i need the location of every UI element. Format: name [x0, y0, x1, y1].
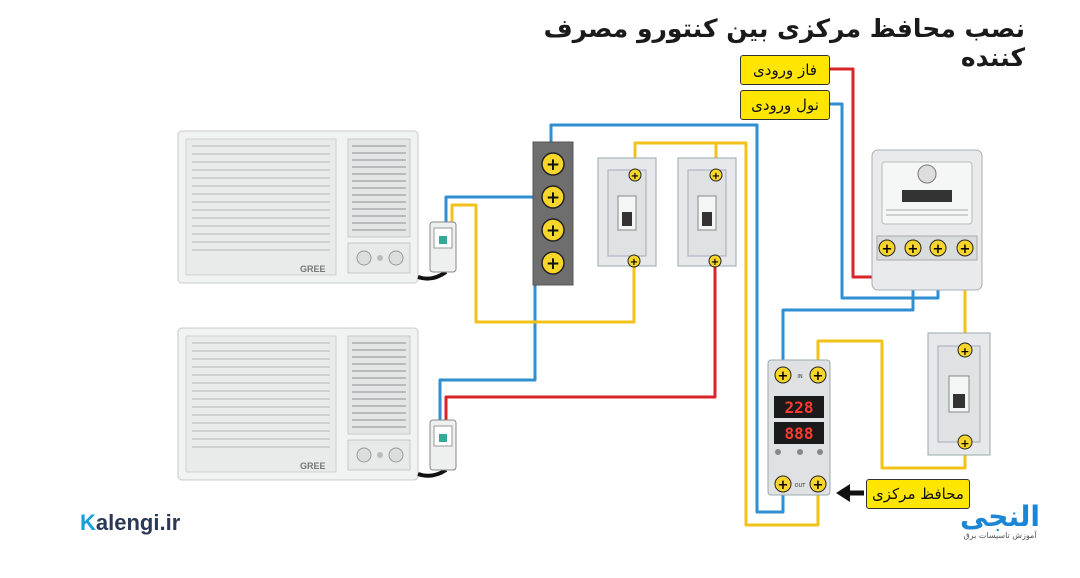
svg-text:+: +	[712, 171, 720, 182]
svg-text:+: +	[960, 437, 969, 450]
circuit-breaker-2: + +	[677, 157, 737, 268]
arrow-left-icon	[836, 484, 864, 502]
load-wire-ac1	[450, 203, 636, 324]
air-conditioner-1: GREE	[177, 130, 419, 284]
alenji-logo-text: النجی	[959, 500, 1041, 533]
breaker-to-protector-wire	[816, 339, 967, 470]
svg-text:+: +	[546, 221, 560, 241]
phase-wire-ac2	[444, 262, 717, 424]
circuit-breaker-1: + +	[597, 157, 657, 268]
page-title: نصب محافظ مرکزی بین کنتورو مصرف کننده	[543, 14, 1025, 72]
circuit-breaker-main: + +	[927, 332, 991, 456]
svg-text:+: +	[908, 242, 919, 257]
neutral-terminal-bus: + + + +	[532, 141, 574, 286]
wires	[438, 67, 967, 527]
protector-display-top: 228	[785, 398, 814, 417]
alenji-logo: النجی آموزش تاسیسات برق	[945, 500, 1055, 540]
neutral-bus-wire	[549, 123, 915, 514]
bus-terminal-2: +	[541, 185, 565, 209]
svg-text:+: +	[631, 171, 639, 182]
ac-brand-label-2: GREE	[300, 461, 326, 471]
ac-brand-label: GREE	[300, 264, 326, 274]
neutral-wire-ac1	[444, 195, 535, 226]
ac1-power-cord	[417, 270, 448, 281]
energy-meter: + + + +	[871, 149, 983, 291]
svg-text:+: +	[813, 478, 824, 493]
ac2-power-cord	[417, 468, 448, 478]
bus-terminal-3: +	[541, 218, 565, 242]
svg-text:+: +	[630, 257, 638, 268]
bus-terminal-1: +	[541, 152, 565, 176]
alenji-logo-subtitle: آموزش تاسیسات برق	[963, 531, 1037, 540]
protector-out-label: OUT	[795, 483, 807, 489]
bus-terminal-4: +	[541, 251, 565, 275]
svg-text:+: +	[546, 188, 560, 208]
kalengi-logo: Kalengi.ir	[80, 510, 181, 535]
svg-text:+: +	[778, 478, 789, 493]
air-conditioner-2: GREE	[177, 327, 419, 481]
svg-text:+: +	[933, 242, 944, 257]
central-protector-label: محافظ مرکزی	[866, 479, 970, 509]
protector-in-label: IN	[797, 374, 802, 380]
protector-display-bottom: 888	[785, 424, 814, 443]
svg-text:+: +	[778, 369, 789, 384]
phase-input-label: فاز ورودی	[740, 55, 830, 85]
voltage-protector: + + IN 228 888 + + OUT	[767, 359, 831, 496]
svg-text:+: +	[546, 254, 560, 274]
socket-ac2	[429, 419, 457, 471]
svg-text:+: +	[813, 369, 824, 384]
neutral-wire-ac2	[438, 231, 537, 424]
svg-text:+: +	[960, 345, 969, 358]
socket-ac1	[429, 221, 457, 273]
svg-text:+: +	[960, 242, 971, 257]
svg-text:+: +	[882, 242, 893, 257]
svg-text:+: +	[546, 155, 560, 175]
protector-output-wire	[714, 141, 820, 527]
svg-text:+: +	[711, 257, 719, 268]
neutral-input-label: نول ورودی	[740, 90, 830, 120]
